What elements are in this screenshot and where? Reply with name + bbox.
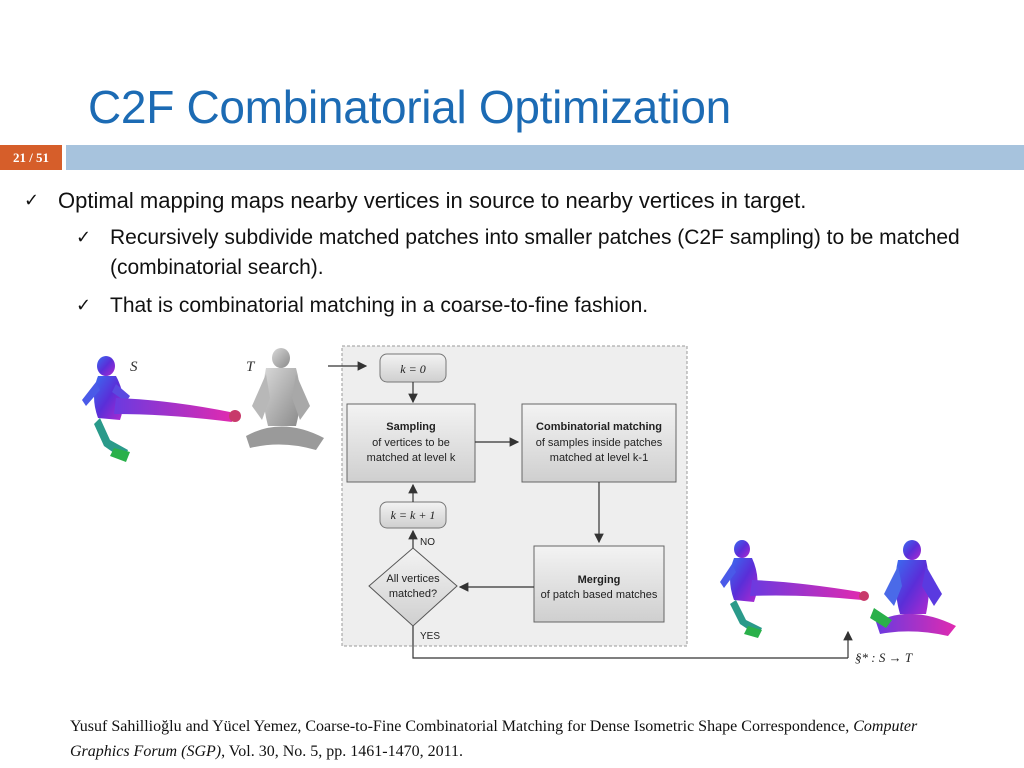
merging-body: of patch based matches [541,589,658,601]
result-shape-t [870,540,956,636]
page-number-badge: 21 / 51 [0,145,62,170]
k-increment-label: k = k + 1 [391,508,436,522]
figure-svg: S T k = 0 Sampling of vertices to be mat… [82,345,956,665]
result-shape-s [720,540,869,638]
checkmark-icon: ✓ [76,227,92,248]
merging-title: Merging [578,574,621,586]
combinatorial-body-2: matched at level k-1 [550,452,648,464]
bullet-item: ✓ Optimal mapping maps nearby vertices i… [24,187,1014,215]
result-label: §* : S → T [855,650,913,665]
no-label: NO [420,537,435,548]
yes-label: YES [420,631,440,642]
label-t: T [246,359,256,375]
bullet-list: ✓ Optimal mapping maps nearby vertices i… [24,187,1014,329]
decision-line-2: matched? [389,588,437,600]
sub-bullet-item: ✓ Recursively subdivide matched patches … [24,223,1014,283]
k0-label: k = 0 [400,362,425,376]
citation-authors-title: Yusuf Sahillioğlu and Yücel Yemez, Coars… [70,718,854,735]
combinatorial-box [521,403,677,483]
combinatorial-body-1: of samples inside patches [536,437,663,449]
bullet-text: Optimal mapping maps nearby vertices in … [58,188,807,213]
bullet-text: Recursively subdivide matched patches in… [110,226,960,279]
header-bar [66,145,1024,170]
sampling-body-1: of vertices to be [372,437,450,449]
sampling-box [346,403,476,483]
source-shape-s [82,356,241,462]
label-s: S [130,359,138,375]
sampling-title: Sampling [386,421,436,433]
combinatorial-title: Combinatorial matching [536,421,662,433]
merging-box [533,545,665,623]
checkmark-icon: ✓ [76,295,92,316]
citation-journal: Computer Graphics Forum (SGP) [70,718,918,760]
sub-bullet-item: ✓ That is combinatorial matching in a co… [24,291,1014,321]
c2f-figure: S T k = 0 Sampling of vertices to be mat… [70,336,990,671]
slide-title: C2F Combinatorial Optimization [88,81,731,133]
target-shape-t [246,348,324,450]
yes-path [412,626,848,659]
citation: Yusuf Sahillioğlu and Yücel Yemez, Coars… [70,714,970,764]
citation-details: , Vol. 30, No. 5, pp. 1461-1470, 2011. [221,743,464,760]
checkmark-icon: ✓ [24,190,40,211]
bullet-text: That is combinatorial matching in a coar… [110,294,649,317]
sampling-body-2: matched at level k [367,452,456,464]
decision-line-1: All vertices [386,573,440,585]
